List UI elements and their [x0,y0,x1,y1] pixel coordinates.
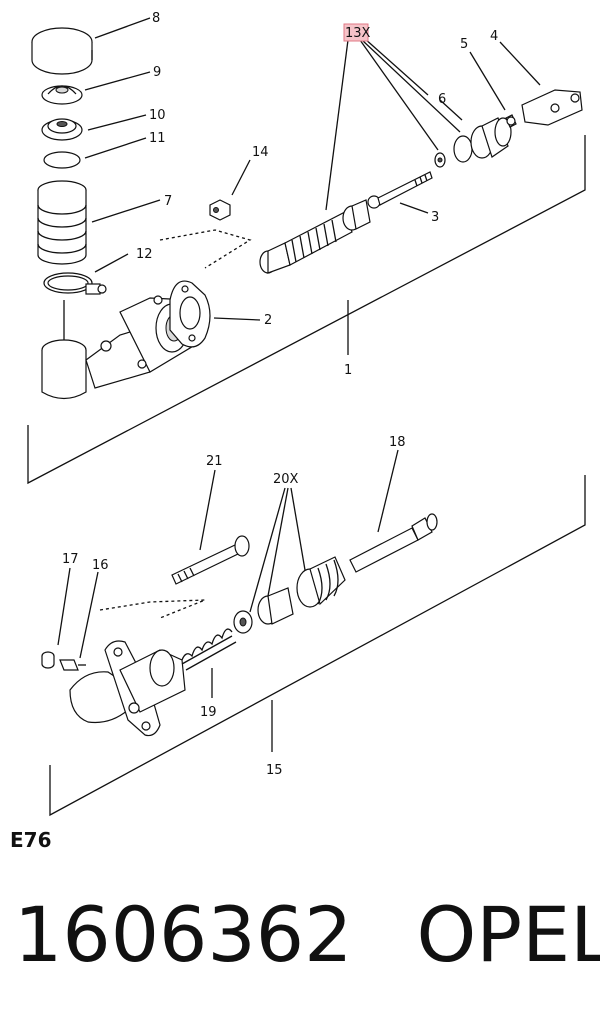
washer-part-6 [434,135,473,168]
callout-20x: 20X [273,472,299,487]
bleeder-cap-part-17 [41,651,55,669]
bolt-part-21 [171,535,250,585]
callout-7: 7 [164,194,172,209]
brand-name: OPEL [416,890,600,979]
assembly-15-bracket [49,475,586,817]
callout-21: 21 [206,454,223,469]
callout-10: 10 [149,108,166,123]
callout-1: 1 [344,363,352,378]
ring-part-11 [43,151,81,169]
gasket-part-2 [169,280,211,348]
callout-11: 11 [149,131,166,146]
callout-3: 3 [431,210,439,225]
slave-cylinder-body [69,640,186,737]
part-caption: 1606362 OPEL [14,890,600,979]
part-number: 1606362 [14,890,353,979]
diagram-code: E76 [10,828,52,852]
callout-16: 16 [92,558,109,573]
boot-part-5 [470,114,517,159]
piston-assembly-13x [259,199,371,274]
float-part-10 [41,118,83,141]
callout-12: 12 [136,247,153,262]
bleeder-screw-part-16 [59,659,86,671]
callout-6: 6 [438,92,446,107]
callout-14: 14 [252,145,269,160]
assembly-1-bracket [27,135,586,485]
clamp-part-12 [43,272,107,295]
callout-19: 19 [200,705,217,720]
callout-17: 17 [62,552,79,567]
callout-2: 2 [264,313,272,328]
callout-8: 8 [152,11,160,26]
callout-18: 18 [389,435,406,450]
clevis-part-4 [521,89,583,126]
leader-lines-upper [84,17,541,355]
callout-13x: 13X [345,26,371,41]
cap-part-8 [31,27,93,75]
leader-lines-lower [57,449,399,752]
pushrod-part-3 [367,171,433,209]
nut-part-14 [209,199,231,221]
pushrod-part-18 [349,513,438,573]
spring-part-19 [181,628,237,671]
highlight-box-13x [343,23,369,42]
seal-part-20x [233,556,346,634]
callout-5: 5 [460,37,468,52]
seal-part-9 [41,85,83,105]
callout-9: 9 [153,65,161,80]
callout-15: 15 [266,763,283,778]
exploded-parts-diagram: 13X 8 9 10 11 7 12 14 2 1 3 6 5 4 [27,11,586,817]
callout-4: 4 [490,29,498,44]
reservoir-part-7 [37,180,87,265]
